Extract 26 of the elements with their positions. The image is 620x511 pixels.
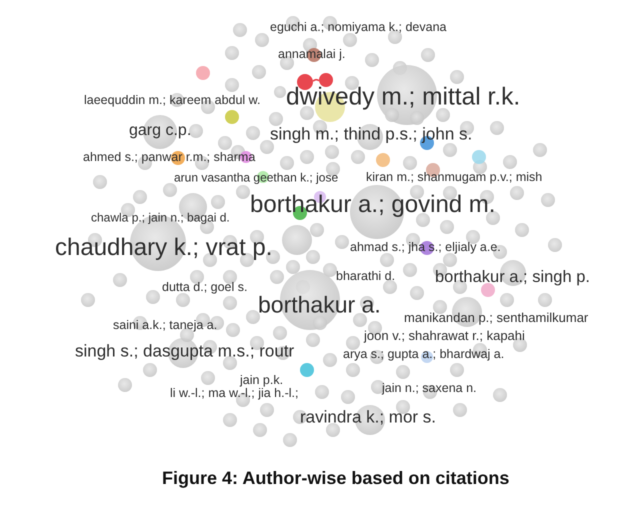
author-label: li w.-l.; ma w.-l.; jia h.-l.;	[170, 387, 298, 401]
author-label: singh s.; dasgupta m.s.; routr	[75, 342, 294, 362]
author-label: arya s.; gupta a.; bhardwaj a.	[343, 348, 504, 362]
network-node	[319, 73, 333, 87]
network-link	[312, 78, 320, 82]
author-label: bharathi d.	[336, 270, 396, 284]
author-label: chawla p.; jain n.; bagai d.	[91, 211, 230, 225]
author-label: manikandan p.; senthamilkumar	[404, 310, 588, 326]
author-label: jain p.k.	[240, 374, 284, 388]
author-label: singh m.; thind p.s.; john s.	[270, 126, 472, 144]
author-label: dwivedy m.; mittal r.k.	[286, 84, 520, 112]
author-label: chaudhary k.; vrat p.	[55, 234, 272, 262]
author-label: laeequddin m.; kareem abdul w.	[84, 94, 260, 108]
author-label: borthakur a.; singh p.	[435, 268, 590, 286]
author-label: dutta d.; goel s.	[162, 281, 248, 295]
author-label: joon v.; shahrawat r.; kapahi	[364, 328, 525, 344]
author-label: borthakur a.; govind m.	[250, 192, 496, 218]
author-label: eguchi a.; nomiyama k.; devana	[270, 21, 446, 35]
author-label: garg c.p.	[129, 122, 192, 140]
author-label: saini a.k.; taneja a.	[113, 319, 218, 333]
author-label: borthakur a.	[258, 292, 381, 318]
author-label: arun vasantha geethan k.; jose	[174, 171, 338, 185]
author-label: kiran m.; shanmugam p.v.; mish	[366, 171, 542, 185]
figure-caption: Figure 4: Author-wise based on citations	[162, 469, 510, 489]
author-label: jain n.; saxena n.	[382, 382, 477, 396]
author-label: ravindra k.; mor s.	[300, 408, 436, 428]
